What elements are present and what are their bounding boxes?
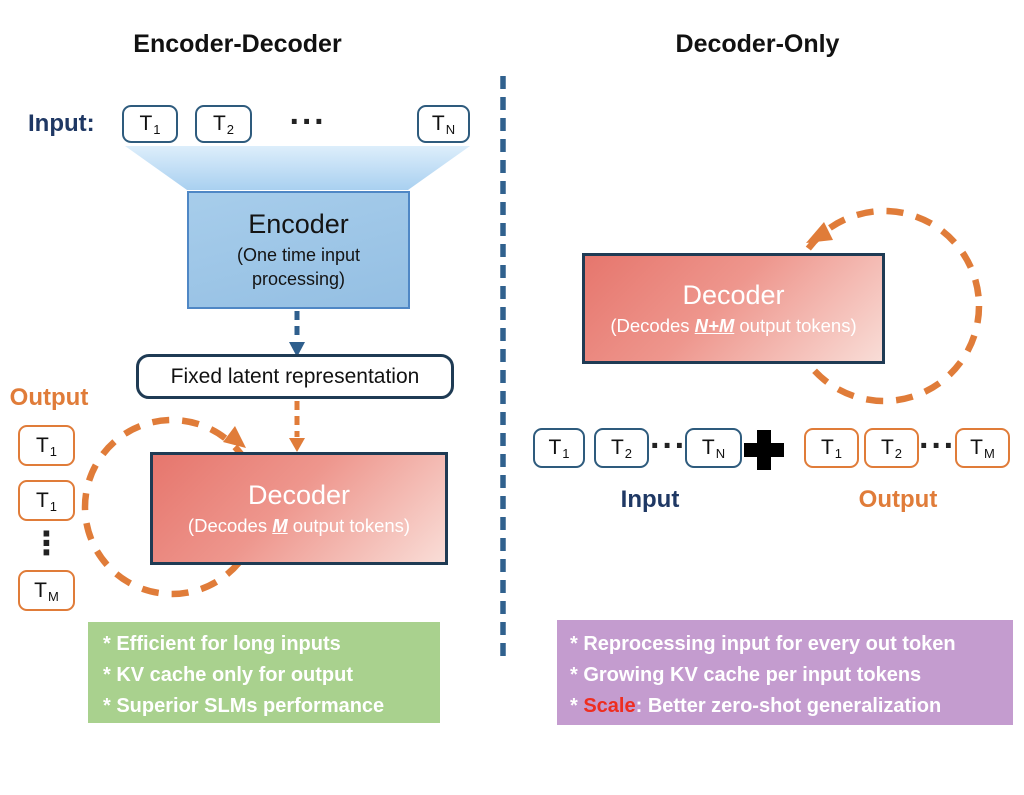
right-decoder-box: Decoder (Decodes N+M output tokens) [582, 253, 885, 364]
token-base: T [701, 436, 715, 459]
encoder-decoder-notes: * Efficient for long inputs * KV cache o… [88, 622, 440, 723]
note-suffix: : Better zero-shot generalization [635, 695, 942, 717]
decoder-sub-prefix: (Decodes [187, 515, 273, 536]
encoder-box: Encoder (One time input processing) [187, 191, 410, 309]
decoder-title: Decoder [247, 480, 351, 510]
token-sub: 2 [226, 122, 235, 137]
right-output-label: Output [858, 486, 938, 513]
encoder-title: Encoder [248, 209, 349, 239]
token-base: T [35, 433, 49, 457]
token-sub: 2 [624, 446, 633, 461]
note-line: * Superior SLMs performance [103, 695, 385, 717]
token-sub: N [715, 446, 726, 461]
ellipsis-dots: ··· [650, 427, 687, 465]
decoder-sub-suffix: output tokens) [287, 515, 411, 536]
encoder-to-latent-arrow [289, 311, 305, 357]
token-sub: 1 [562, 446, 570, 461]
left-decode-loop-arrowhead [223, 426, 246, 448]
left-decoder-box: Decoder (Decodes M output tokens) [150, 452, 448, 565]
token-sub: 1 [49, 498, 58, 514]
note-line: * KV cache only for output [103, 664, 354, 686]
token-base: T [880, 436, 894, 459]
note-prefix: * [570, 695, 584, 717]
note-scale-red: Scale [583, 695, 636, 717]
token-base: T [548, 436, 562, 459]
token-base: T [212, 112, 226, 135]
right-decode-loop-arrowhead [806, 222, 833, 243]
right-panel-title: Decoder-Only [675, 30, 840, 58]
decoder-only-notes: * Reprocessing input for every out token… [557, 620, 1013, 725]
funnel-shape [125, 146, 470, 190]
ellipsis-dots: ··· [289, 103, 327, 141]
token-sub: 1 [834, 446, 843, 461]
decoder-sub-prefix: (Decodes [610, 315, 695, 336]
left-panel-title: Encoder-Decoder [133, 30, 342, 58]
decoder-sub-suffix: output tokens) [734, 315, 857, 336]
decoder-sub-emph: M [272, 515, 288, 536]
token-base: T [139, 112, 153, 135]
token-base: T [34, 578, 47, 602]
encoder-subtitle-line2: processing) [251, 269, 346, 289]
token-sub: M [983, 446, 995, 461]
vertical-ellipsis-dots: ⋮ [30, 525, 63, 561]
decoder-title: Decoder [682, 280, 785, 310]
token-sub: 1 [49, 443, 58, 459]
note-line: * Growing KV cache per input tokens [570, 664, 922, 686]
decoder-subtitle: (Decodes N+M output tokens) [610, 315, 856, 337]
note-line: * Scale: Better zero-shot generalization [570, 691, 1005, 722]
token-sub: M [47, 588, 59, 604]
fixed-latent-representation-box: Fixed latent representation [136, 354, 454, 399]
token-base: T [610, 436, 624, 459]
right-input-label: Input [620, 486, 680, 513]
latent-label: Fixed latent representation [170, 364, 420, 388]
note-line: * Reprocessing input for every out token [570, 633, 956, 655]
token-sub: N [445, 122, 456, 137]
ellipsis-dots: ··· [919, 427, 956, 465]
encoder-subtitle-line1: (One time input [236, 245, 361, 265]
left-output-label: Output [9, 384, 89, 411]
decoder-sub-emph: N+M [694, 315, 735, 336]
decoder-subtitle: (Decodes M output tokens) [188, 515, 410, 537]
plus-icon [744, 430, 784, 470]
token-sub: 1 [153, 122, 161, 137]
left-input-label: Input: [28, 110, 95, 137]
token-base: T [35, 488, 49, 512]
token-sub: 2 [894, 446, 903, 461]
token-base: T [820, 436, 834, 459]
latent-to-decoder-arrow [289, 401, 305, 452]
token-base: T [970, 436, 983, 459]
token-base: T [431, 112, 445, 135]
note-line: * Efficient for long inputs [103, 633, 341, 655]
